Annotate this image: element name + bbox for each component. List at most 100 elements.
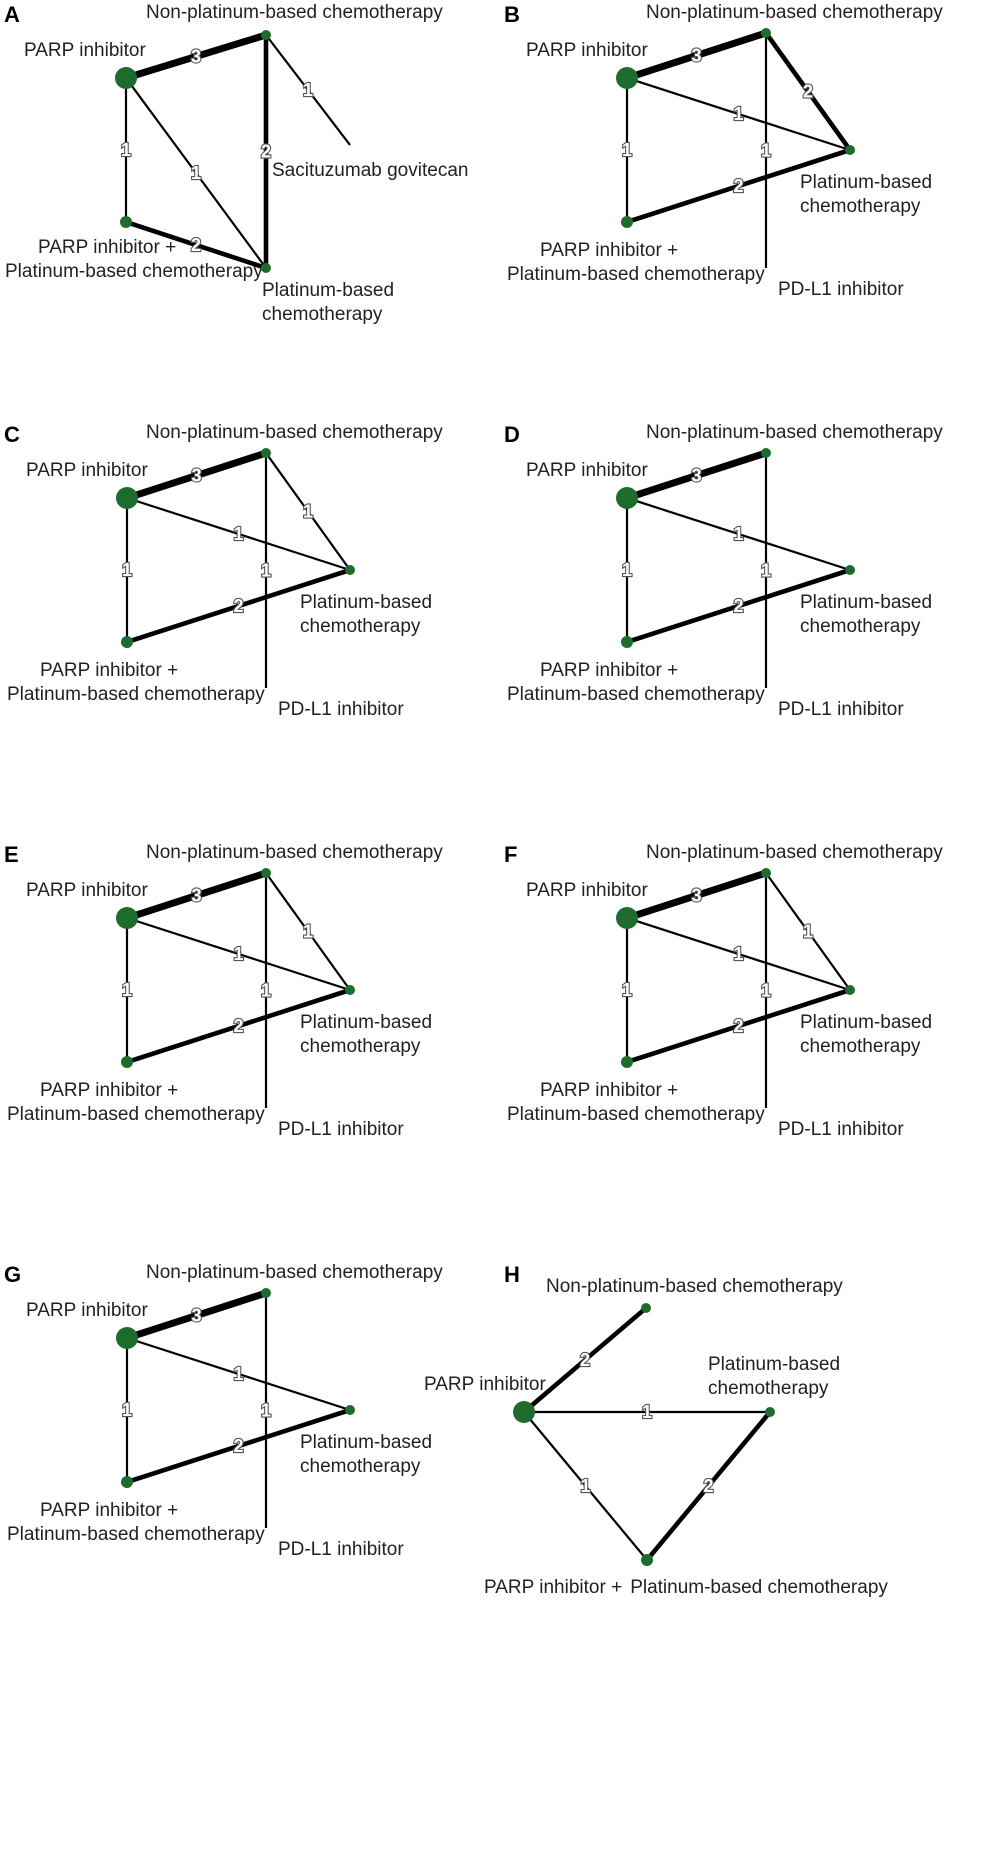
node-label-pdl1: PD-L1 inhibitor: [778, 699, 904, 720]
node-label-parpplat: PARP inhibitor +: [40, 660, 178, 681]
node-parpplat: [621, 636, 633, 648]
node-label-parpplat: PARP inhibitor +: [38, 237, 176, 258]
node-parp: [616, 907, 638, 929]
node-label-nonplat: Non-platinum-based chemotherapy: [146, 842, 443, 863]
node-plat: [345, 1405, 355, 1415]
node-nonplat: [261, 448, 271, 458]
node-plat: [845, 985, 855, 995]
edge-parpplat-plat: [626, 567, 851, 645]
edge-count-label: 2: [261, 142, 271, 162]
node-label-plat: chemotherapy: [300, 616, 421, 637]
edge-parp-nonplat: [125, 449, 268, 502]
node-parp: [616, 67, 638, 89]
node-nonplat: [261, 30, 271, 40]
node-label-parp: PARP inhibitor: [526, 460, 648, 481]
node-label-parp: PARP inhibitor: [26, 1300, 148, 1321]
node-nonplat: [761, 448, 771, 458]
panel-letter: B: [504, 2, 520, 27]
node-nonplat: [261, 1288, 271, 1298]
edge-count-label: 1: [761, 561, 771, 581]
node-label-parp: PARP inhibitor: [526, 880, 648, 901]
edge-count-label: 2: [733, 596, 743, 616]
node-parp: [115, 67, 137, 89]
edge-count-label: 1: [761, 981, 771, 1001]
edge-count-label: 1: [261, 1401, 271, 1421]
edge-count-label: 1: [803, 922, 813, 942]
edge-count-label: 1: [122, 560, 132, 580]
node-label-plat: chemotherapy: [800, 616, 921, 637]
panel-letter: G: [4, 1262, 21, 1287]
edge-parp-nonplat: [125, 1289, 268, 1342]
node-parp: [513, 1401, 535, 1423]
edge-count-label: 3: [191, 1306, 201, 1326]
edge-parp-nonplat: [625, 29, 768, 82]
node-label-parpplat: PARP inhibitor +Platinum-based chemother…: [484, 1577, 888, 1598]
node-label-plat: Platinum-based: [300, 1012, 432, 1033]
node-label-pdl1: PD-L1 inhibitor: [778, 279, 904, 300]
edge-count-label: 1: [733, 524, 743, 544]
node-label-parpplat: PARP inhibitor +: [540, 240, 678, 261]
node-label-parpplat: Platinum-based chemotherapy: [7, 684, 265, 705]
edge-parp-plat: [126, 496, 351, 572]
node-label-parpplat: PARP inhibitor +: [540, 1080, 678, 1101]
node-label-plat: chemotherapy: [708, 1378, 829, 1399]
node-label-parpplat: PARP inhibitor +: [540, 660, 678, 681]
edge-count-label: 1: [122, 980, 132, 1000]
edge-count-label: 2: [803, 82, 813, 102]
edge-count-label: 1: [622, 560, 632, 580]
edges: [125, 1289, 351, 1528]
edge-count-label: 1: [303, 922, 313, 942]
edge-parpplat-plat: [626, 987, 851, 1065]
edge-parpplat-plat: [645, 1410, 772, 1562]
edge-count-label: 2: [580, 1350, 590, 1370]
node-label-plat: Platinum-based: [300, 592, 432, 613]
edge-count-label: 2: [703, 1476, 713, 1496]
edge-parp-plat: [626, 496, 851, 572]
node-label-parpplat: PARP inhibitor +: [40, 1080, 178, 1101]
edge-count-label: 1: [761, 141, 771, 161]
edge-parp-parpplat: [523, 1411, 648, 1561]
edge-count-label: 1: [233, 1364, 243, 1384]
edges: [625, 29, 852, 268]
edge-count-label: 1: [122, 1400, 132, 1420]
edges: [522, 1306, 772, 1562]
node-parp: [616, 487, 638, 509]
node-label-parpplat: Platinum-based chemotherapy: [5, 261, 263, 282]
edge-count-label: 1: [121, 140, 131, 160]
edge-parp-plat: [626, 916, 851, 992]
edge-count-label: 2: [233, 1436, 243, 1456]
node-label-parpplat: Platinum-based chemotherapy: [507, 684, 765, 705]
edge-count-label: 1: [191, 163, 201, 183]
node-label-parp: PARP inhibitor: [24, 40, 146, 61]
node-nonplat: [641, 1303, 651, 1313]
edge-count-label: 2: [233, 1016, 243, 1036]
edge-parpplat-plat: [126, 567, 351, 645]
node-label-plat: Platinum-based: [262, 280, 394, 301]
panel-letter: E: [4, 842, 19, 867]
node-parpplat: [121, 636, 133, 648]
node-label-parpplat: PARP inhibitor +: [40, 1500, 178, 1521]
node-label-nonplat: Non-platinum-based chemotherapy: [146, 2, 443, 23]
node-label-plat: chemotherapy: [800, 1036, 921, 1057]
node-label-nonplat: Non-platinum-based chemotherapy: [646, 2, 943, 23]
node-label-pdl1: PD-L1 inhibitor: [278, 1119, 404, 1140]
node-nonplat: [761, 28, 771, 38]
edges: [625, 869, 851, 1108]
node-label-parpplat: Platinum-based chemotherapy: [7, 1104, 265, 1125]
node-parp: [116, 487, 138, 509]
edge-count-label: 1: [622, 140, 632, 160]
edge-count-label: 1: [733, 104, 743, 124]
node-label-nonplat: Non-platinum-based chemotherapy: [546, 1276, 843, 1297]
edge-nonplat-plat: [765, 872, 851, 991]
edge-count-label: 1: [733, 944, 743, 964]
panel-letter: C: [4, 422, 20, 447]
node-label-pdl1: PD-L1 inhibitor: [278, 1539, 404, 1560]
node-nonplat: [761, 868, 771, 878]
node-plat: [845, 145, 855, 155]
node-label-pdl1: PD-L1 inhibitor: [278, 699, 404, 720]
edge-parp-plat: [126, 1336, 351, 1412]
